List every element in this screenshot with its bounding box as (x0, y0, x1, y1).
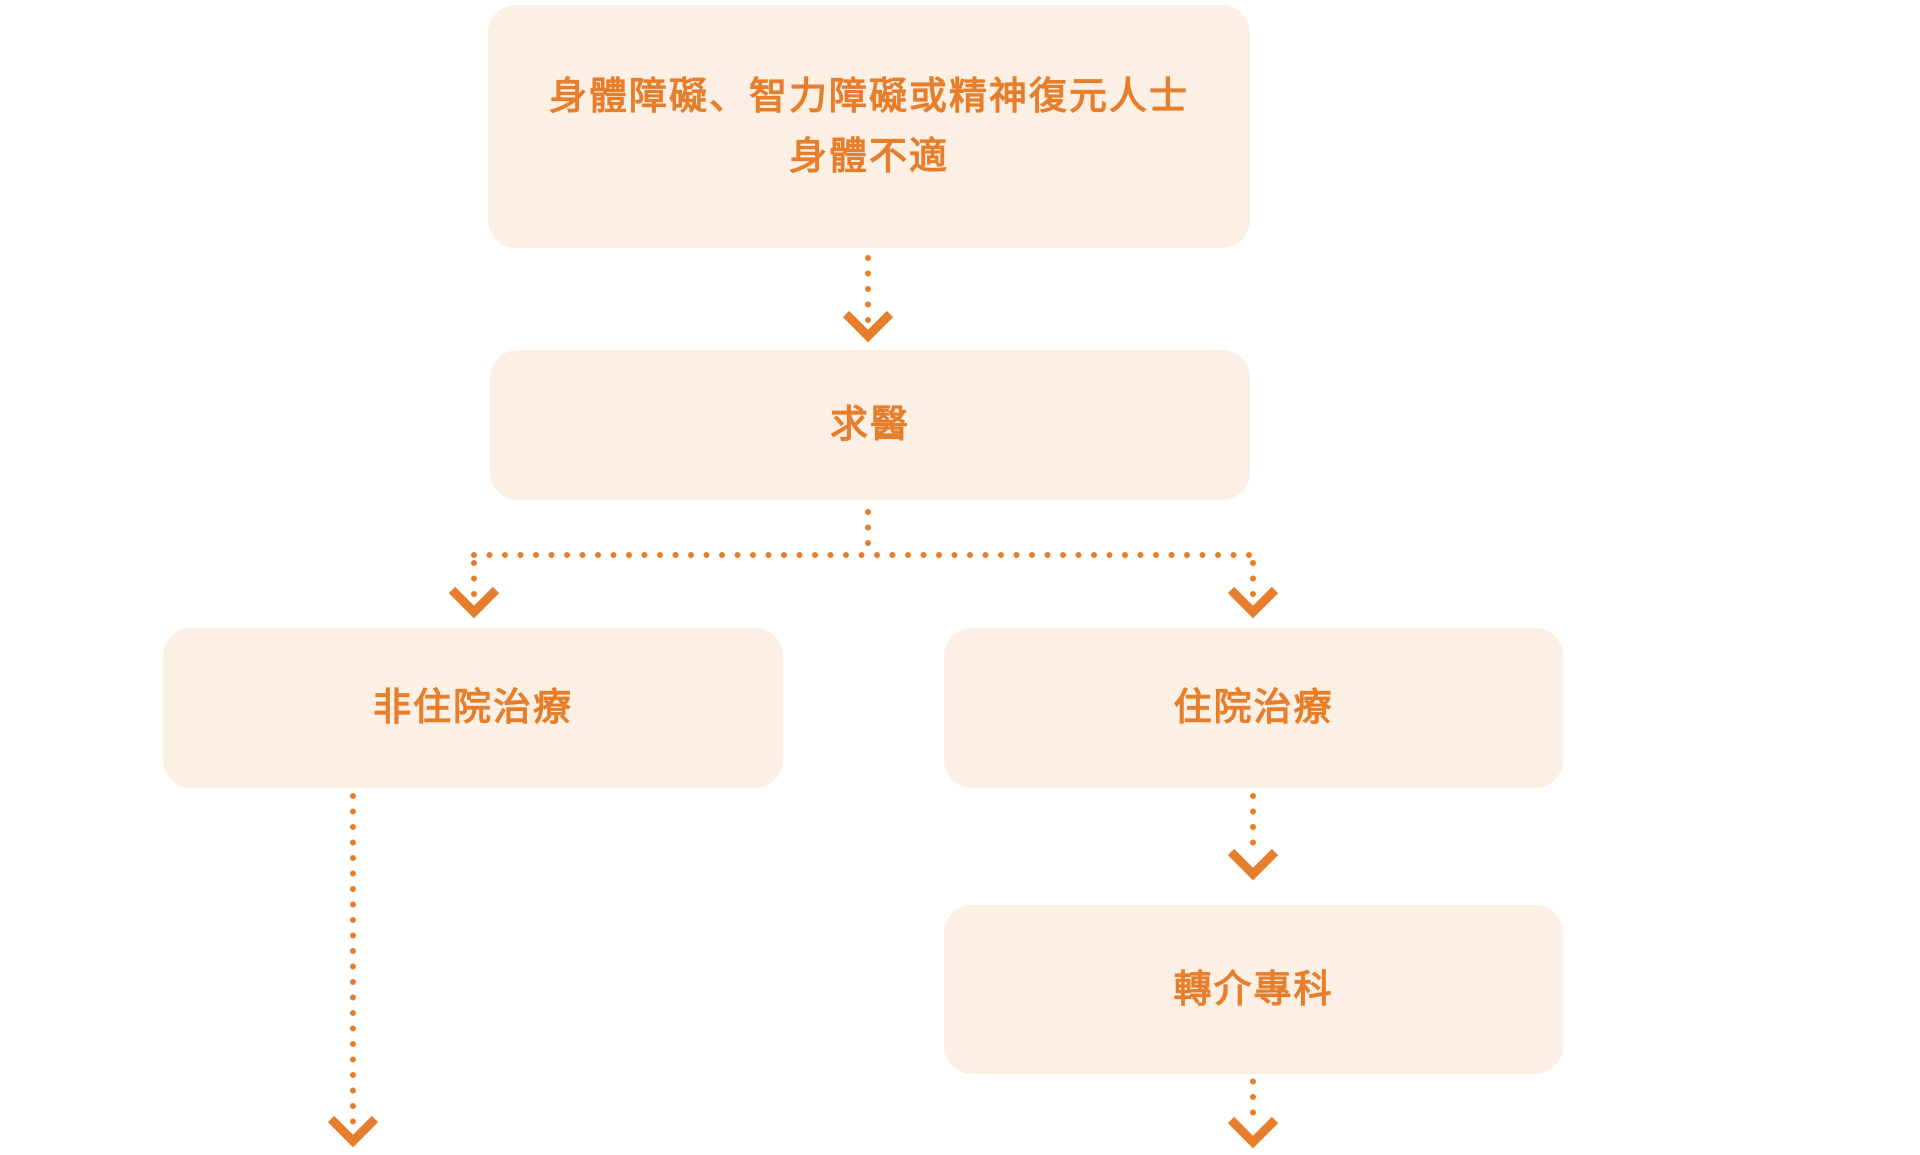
node-outpatient-treatment: 非住院治療 (163, 628, 783, 788)
node-start-label-line1: 身體障礙、智力障礙或精神復元人士 (548, 75, 1189, 118)
arrow-branch-to-outpatient (448, 560, 500, 619)
node-start: 身體障礙、智力障礙或精神復元人士 身體不適 (488, 5, 1250, 248)
arrowhead-down-icon (327, 1115, 379, 1148)
arrow-branch-to-inpatient (1227, 560, 1279, 619)
node-start-label-line2: 身體不適 (788, 135, 949, 178)
arrowhead-down-icon (448, 586, 500, 619)
arrow-outpatient-continues (327, 793, 379, 1148)
arrow-start-to-seek (842, 255, 894, 343)
arrowhead-down-icon (1227, 586, 1279, 619)
node-seek-treatment-label: 求醫 (829, 404, 910, 446)
node-outpatient-treatment-label: 非住院治療 (372, 687, 573, 729)
node-inpatient-treatment: 住院治療 (944, 628, 1563, 788)
node-seek-treatment: 求醫 (490, 350, 1250, 500)
arrow-inpatient-to-referral (1227, 793, 1279, 881)
arrowhead-down-icon (842, 310, 894, 343)
node-specialist-referral: 轉介專科 (944, 905, 1563, 1074)
arrow-referral-continues (1227, 1063, 1279, 1149)
arrowhead-down-icon (1227, 848, 1279, 881)
arrow-seek-branch (471, 509, 1256, 558)
node-inpatient-treatment-label: 住院治療 (1173, 687, 1334, 729)
arrowhead-down-icon (1227, 1116, 1279, 1149)
node-specialist-referral-label: 轉介專科 (1173, 968, 1334, 1011)
